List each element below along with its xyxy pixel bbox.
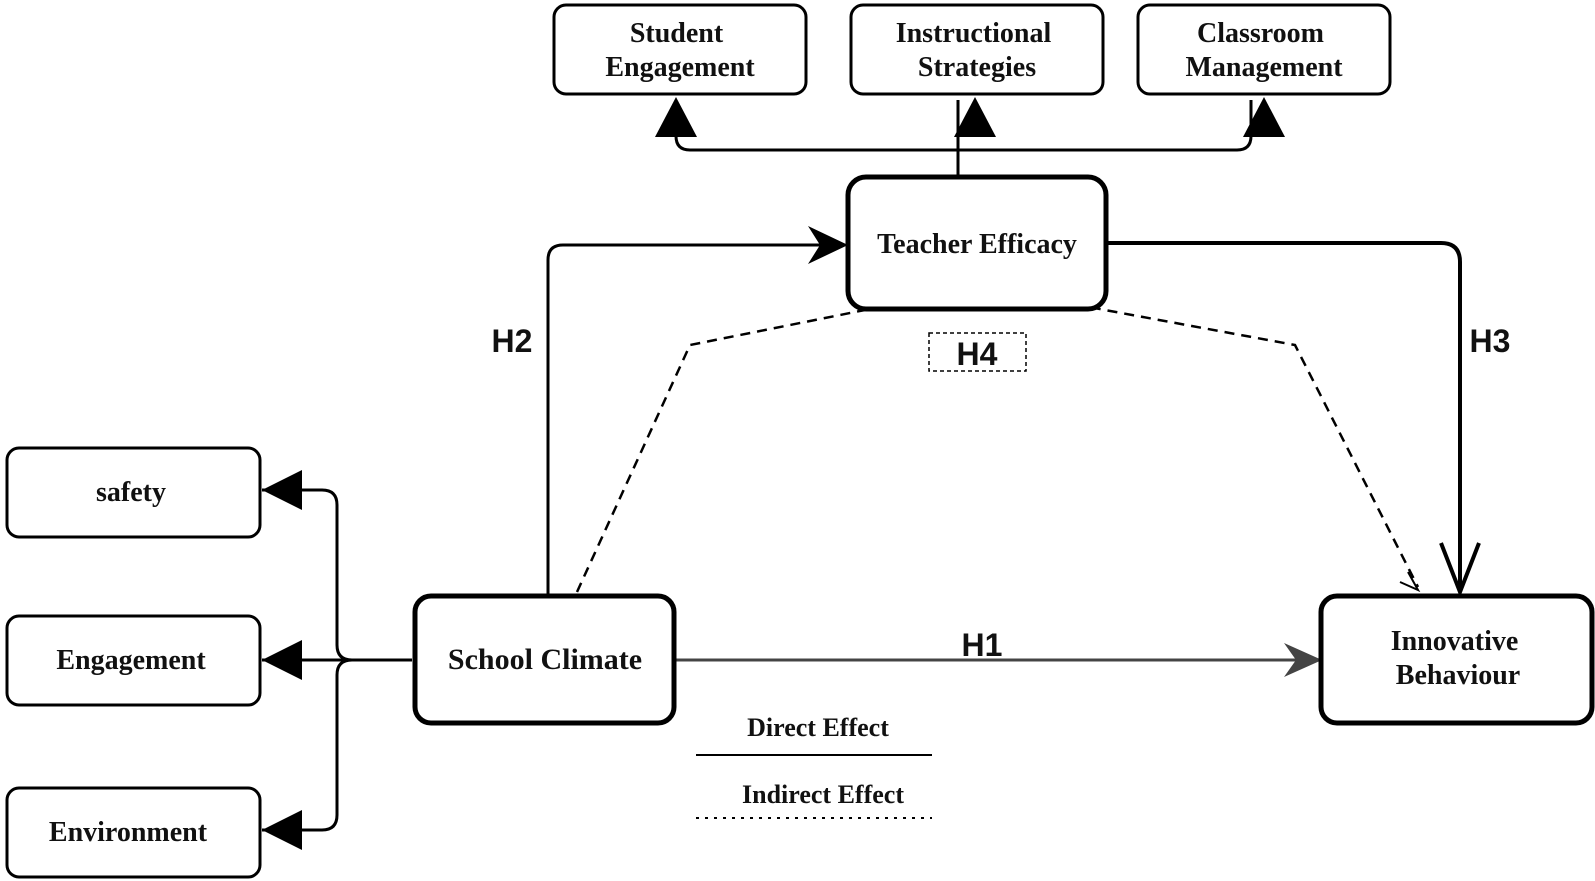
arrowhead-to-environment <box>262 810 302 850</box>
arrowhead-h4 <box>1399 571 1421 593</box>
svg-text:Teacher Efficacy: Teacher Efficacy <box>877 229 1077 260</box>
label-h1: H1 <box>962 627 1003 663</box>
label-h2: H2 <box>492 323 533 359</box>
legend-indirect-label: Indirect Effect <box>742 780 904 809</box>
svg-text:Classroom Management: Classroom Management <box>1185 18 1343 83</box>
node-school-climate: School Climate <box>412 593 677 726</box>
svg-text:safety: safety <box>96 477 166 508</box>
svg-text:H4: H4 <box>957 336 998 372</box>
node-engagement: Engagement <box>5 614 262 707</box>
path-h2 <box>546 243 820 597</box>
svg-text:Student Engagement: Student Engagement <box>605 18 755 83</box>
node-teacher-efficacy: Teacher Efficacy <box>845 174 1109 312</box>
arrowhead-h2 <box>808 226 848 264</box>
svg-text:Environment: Environment <box>49 817 208 848</box>
node-instructional-strategies: Instructional Strategies <box>849 3 1105 96</box>
node-environment: Environment <box>5 786 262 879</box>
label-h3: H3 <box>1470 323 1511 359</box>
path-h3 <box>1107 241 1462 592</box>
svg-text:Instructional Strategies: Instructional Strategies <box>896 18 1059 83</box>
svg-text:Innovative Behaviour: Innovative Behaviour <box>1391 626 1526 691</box>
arrowhead-h1 <box>1284 643 1322 677</box>
arrowhead-to-classroom-management <box>1243 97 1285 137</box>
node-innovative-behaviour: Innovative Behaviour <box>1318 593 1595 726</box>
svg-text:School Climate: School Climate <box>448 643 642 676</box>
svg-text:Engagement: Engagement <box>56 645 206 676</box>
node-student-engagement: Student Engagement <box>552 3 808 96</box>
node-safety: safety <box>5 446 262 539</box>
arrowhead-to-safety <box>262 470 302 510</box>
legend-direct-label: Direct Effect <box>747 713 889 742</box>
arrowhead-to-instructional-strategies <box>954 97 996 137</box>
arrowhead-to-engagement <box>262 640 302 680</box>
arrowhead-to-student-engagement <box>655 97 697 137</box>
legend: Direct Effect Indirect Effect <box>696 713 932 819</box>
arrowhead-h3 <box>1439 542 1481 598</box>
path-h4-indirect <box>575 285 1420 593</box>
node-classroom-management: Classroom Management <box>1136 3 1392 96</box>
label-h4: H4 <box>928 332 1027 372</box>
connector-efficacy-to-indicators <box>674 100 1253 175</box>
